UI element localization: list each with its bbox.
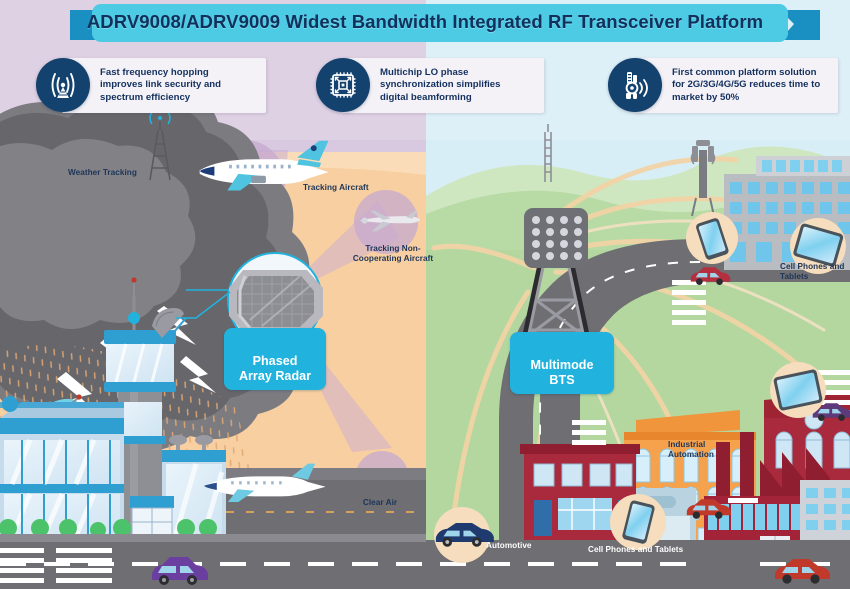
label-cell-phones-tablets-bottom: Cell Phones and Tablets <box>588 545 684 554</box>
device-tablet-mid-right <box>770 362 826 418</box>
radar-link-line <box>176 291 231 319</box>
callout-common-platform: First common platform solution for 2G/3G… <box>608 58 838 114</box>
label-tracking-aircraft: Tracking Aircraft <box>303 183 369 192</box>
cell-tower-hill <box>690 140 716 217</box>
callout-lo-sync-text: Multichip LO phase synchronization simpl… <box>380 67 501 103</box>
radio-tower-left <box>149 122 171 181</box>
chip-icon <box>316 58 370 112</box>
car-red-sedan-city <box>686 499 731 519</box>
car-red-sedan-road <box>775 559 830 584</box>
label-automotive: Automotive <box>486 541 532 550</box>
device-car-automotive <box>434 507 494 563</box>
bts-line-2: BTS <box>549 372 575 387</box>
device-tablet-top-right <box>790 218 846 274</box>
parked-airplane <box>204 463 326 502</box>
title-banner: ADRV9008/ADRV9009 Widest Bandwidth Integ… <box>0 2 850 46</box>
label-weather-tracking: Weather Tracking <box>68 168 137 177</box>
label-tracking-non-cooperating-aircraft: Tracking Non-Cooperating Aircraft <box>352 244 434 264</box>
uav-aircraft <box>359 210 421 232</box>
bts-line-1: Multimode <box>530 358 594 372</box>
label-cell-phones-tablets-top: Cell Phones and Tablets <box>780 262 845 282</box>
radar-line-2: Array Radar <box>238 368 312 383</box>
radar-dome <box>186 252 323 348</box>
callout-frequency-hopping: Fast frequency hopping improves link sec… <box>36 58 266 114</box>
device-phone-bottom-right <box>610 494 666 550</box>
airliner-tracked <box>199 140 329 191</box>
callout-common-platform-text: First common platform solution for 2G/3G… <box>672 67 821 103</box>
airport-terminal <box>0 396 226 539</box>
callout-lo-sync-bubble: Multichip LO phase synchronization simpl… <box>342 58 544 114</box>
car-dark-upper-right <box>812 403 850 421</box>
callout-frequency-hopping-text: Fast frequency hopping improves link sec… <box>100 67 222 103</box>
far-office <box>800 480 850 544</box>
callout-frequency-hopping-bubble: Fast frequency hopping improves link sec… <box>62 58 266 114</box>
multimode-bts-caption: Multimode BTS <box>510 358 614 387</box>
device-phone-top-left <box>686 212 738 264</box>
phased-array-radar-badge: Phased Array Radar <box>224 328 326 390</box>
car-red-hatch-upper <box>690 267 731 285</box>
car-purple-suv <box>152 557 208 585</box>
crosswalk-left <box>56 548 112 583</box>
multimode-bts-badge: Multimode BTS <box>510 332 614 394</box>
phased-array-radar-caption: Phased Array Radar <box>224 354 326 383</box>
basestation-signal-icon <box>608 58 662 112</box>
callout-lo-sync: Multichip LO phase synchronization simpl… <box>316 58 544 114</box>
radar-line-1: Phased <box>252 354 298 368</box>
label-clear-air: Clear Air <box>362 498 398 507</box>
banner-title: ADRV9008/ADRV9009 Widest Bandwidth Integ… <box>86 11 764 32</box>
radio-tower-icon <box>36 58 90 112</box>
label-industrial-automation: Industrial Automation <box>668 440 714 460</box>
mid-mast <box>544 124 552 182</box>
crosswalk-left-2 <box>0 548 44 583</box>
callout-common-platform-bubble: First common platform solution for 2G/3G… <box>634 58 838 114</box>
